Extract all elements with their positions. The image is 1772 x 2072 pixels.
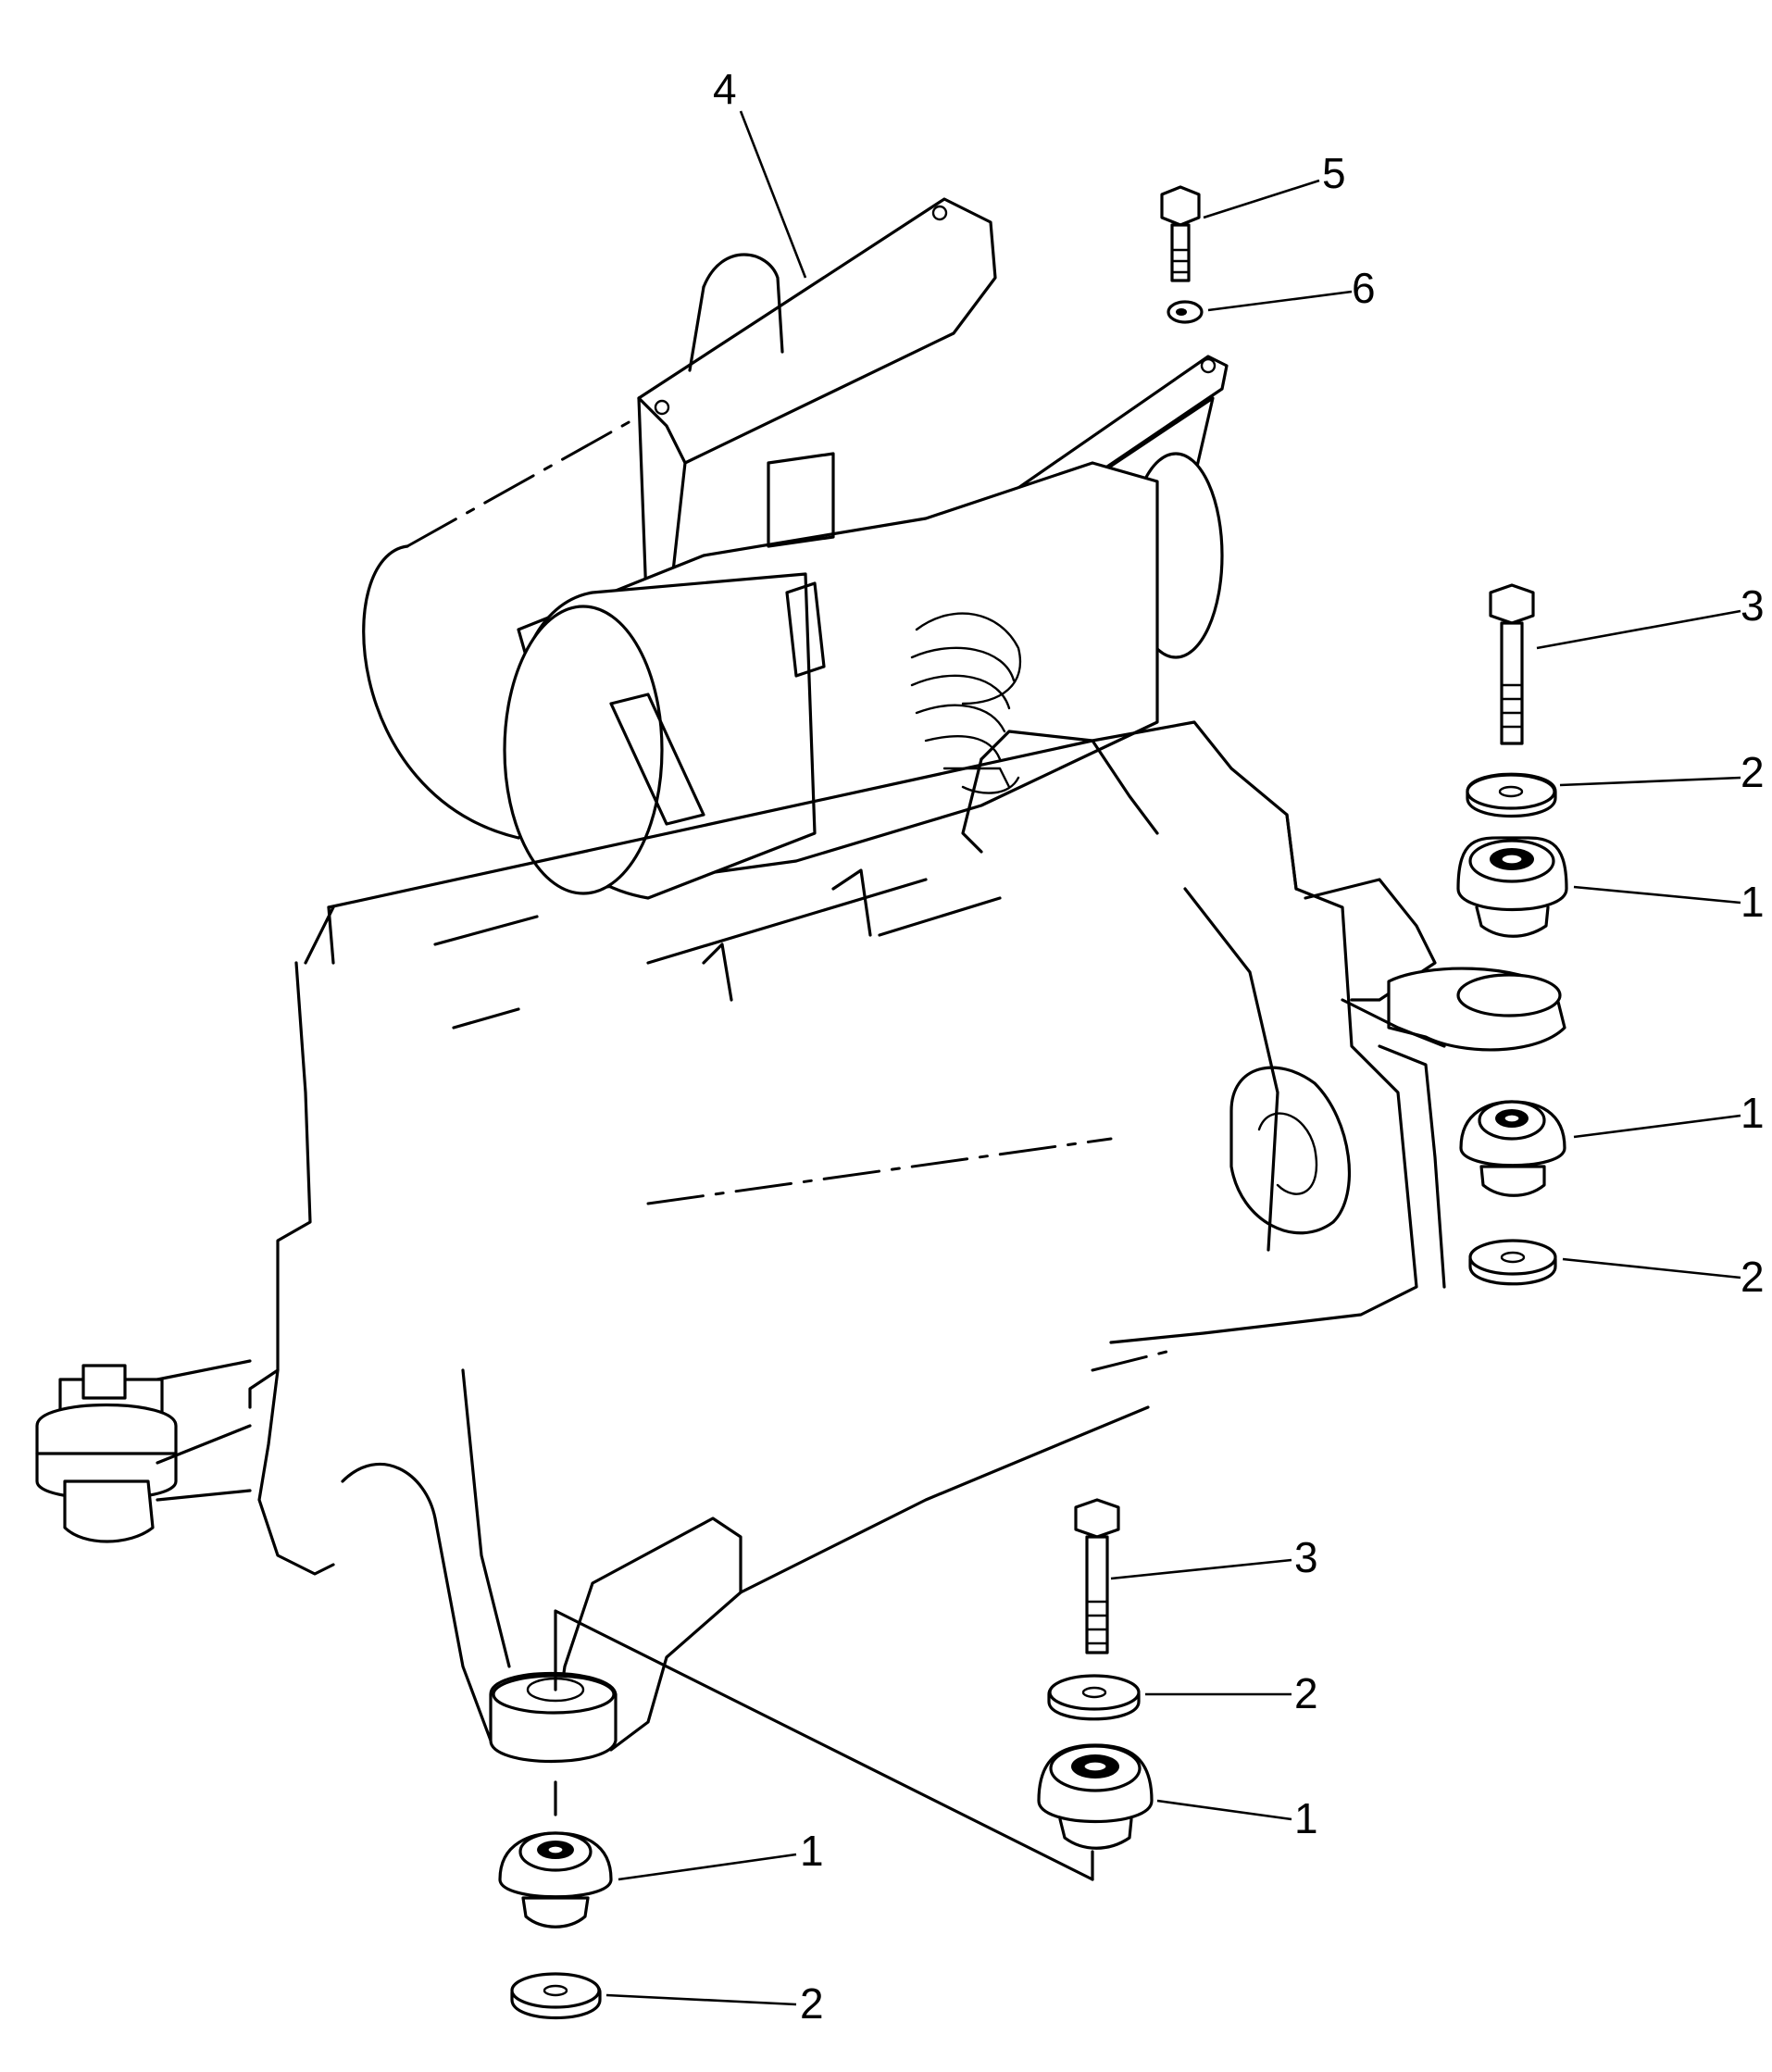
bolt-3-lower: [1074, 1498, 1120, 1654]
bolt-3-upper: [1489, 583, 1535, 745]
callout-1-upper: 1: [1741, 878, 1765, 926]
washer-2-lower: [1047, 1674, 1141, 1721]
engine-mount-arm-right: [1304, 878, 1566, 1052]
callout-1-lower: 1: [1294, 1794, 1318, 1842]
callout-2-mid: 2: [1741, 1253, 1765, 1301]
rubber-mount-1-bottom: [498, 1831, 613, 1928]
rubber-mount-1-upper: [1456, 836, 1568, 938]
engine-block: [248, 720, 1446, 1742]
engine-mount-rear-left: [35, 1359, 252, 1543]
callout-2-upper: 2: [1741, 748, 1765, 796]
engine-mount-arm-front: [489, 1517, 1094, 1881]
callout-labels: 4 5 6 3 2 1 1 2 3 2 1 1 2: [713, 65, 1765, 2028]
callout-2-bottom: 2: [800, 1979, 824, 2028]
callout-4: 4: [713, 65, 737, 113]
callout-3-lower: 3: [1294, 1533, 1318, 1581]
rubber-mount-1-lower: [1037, 1743, 1154, 1850]
callout-6: 6: [1352, 264, 1376, 312]
callout-5: 5: [1322, 149, 1346, 197]
washer-2-bottom: [510, 1972, 602, 2019]
washer-6: [1167, 300, 1204, 324]
callout-1-mid: 1: [1741, 1089, 1765, 1137]
callout-2-lower: 2: [1294, 1669, 1318, 1717]
leader-lines: [605, 110, 1741, 2006]
callout-3-upper: 3: [1741, 581, 1765, 630]
washer-2-upper: [1466, 772, 1557, 818]
bolt-5: [1160, 185, 1201, 282]
callout-1-bottom: 1: [800, 1827, 824, 1875]
washer-2-mid: [1468, 1239, 1557, 1286]
rubber-mount-1-mid: [1459, 1100, 1566, 1197]
